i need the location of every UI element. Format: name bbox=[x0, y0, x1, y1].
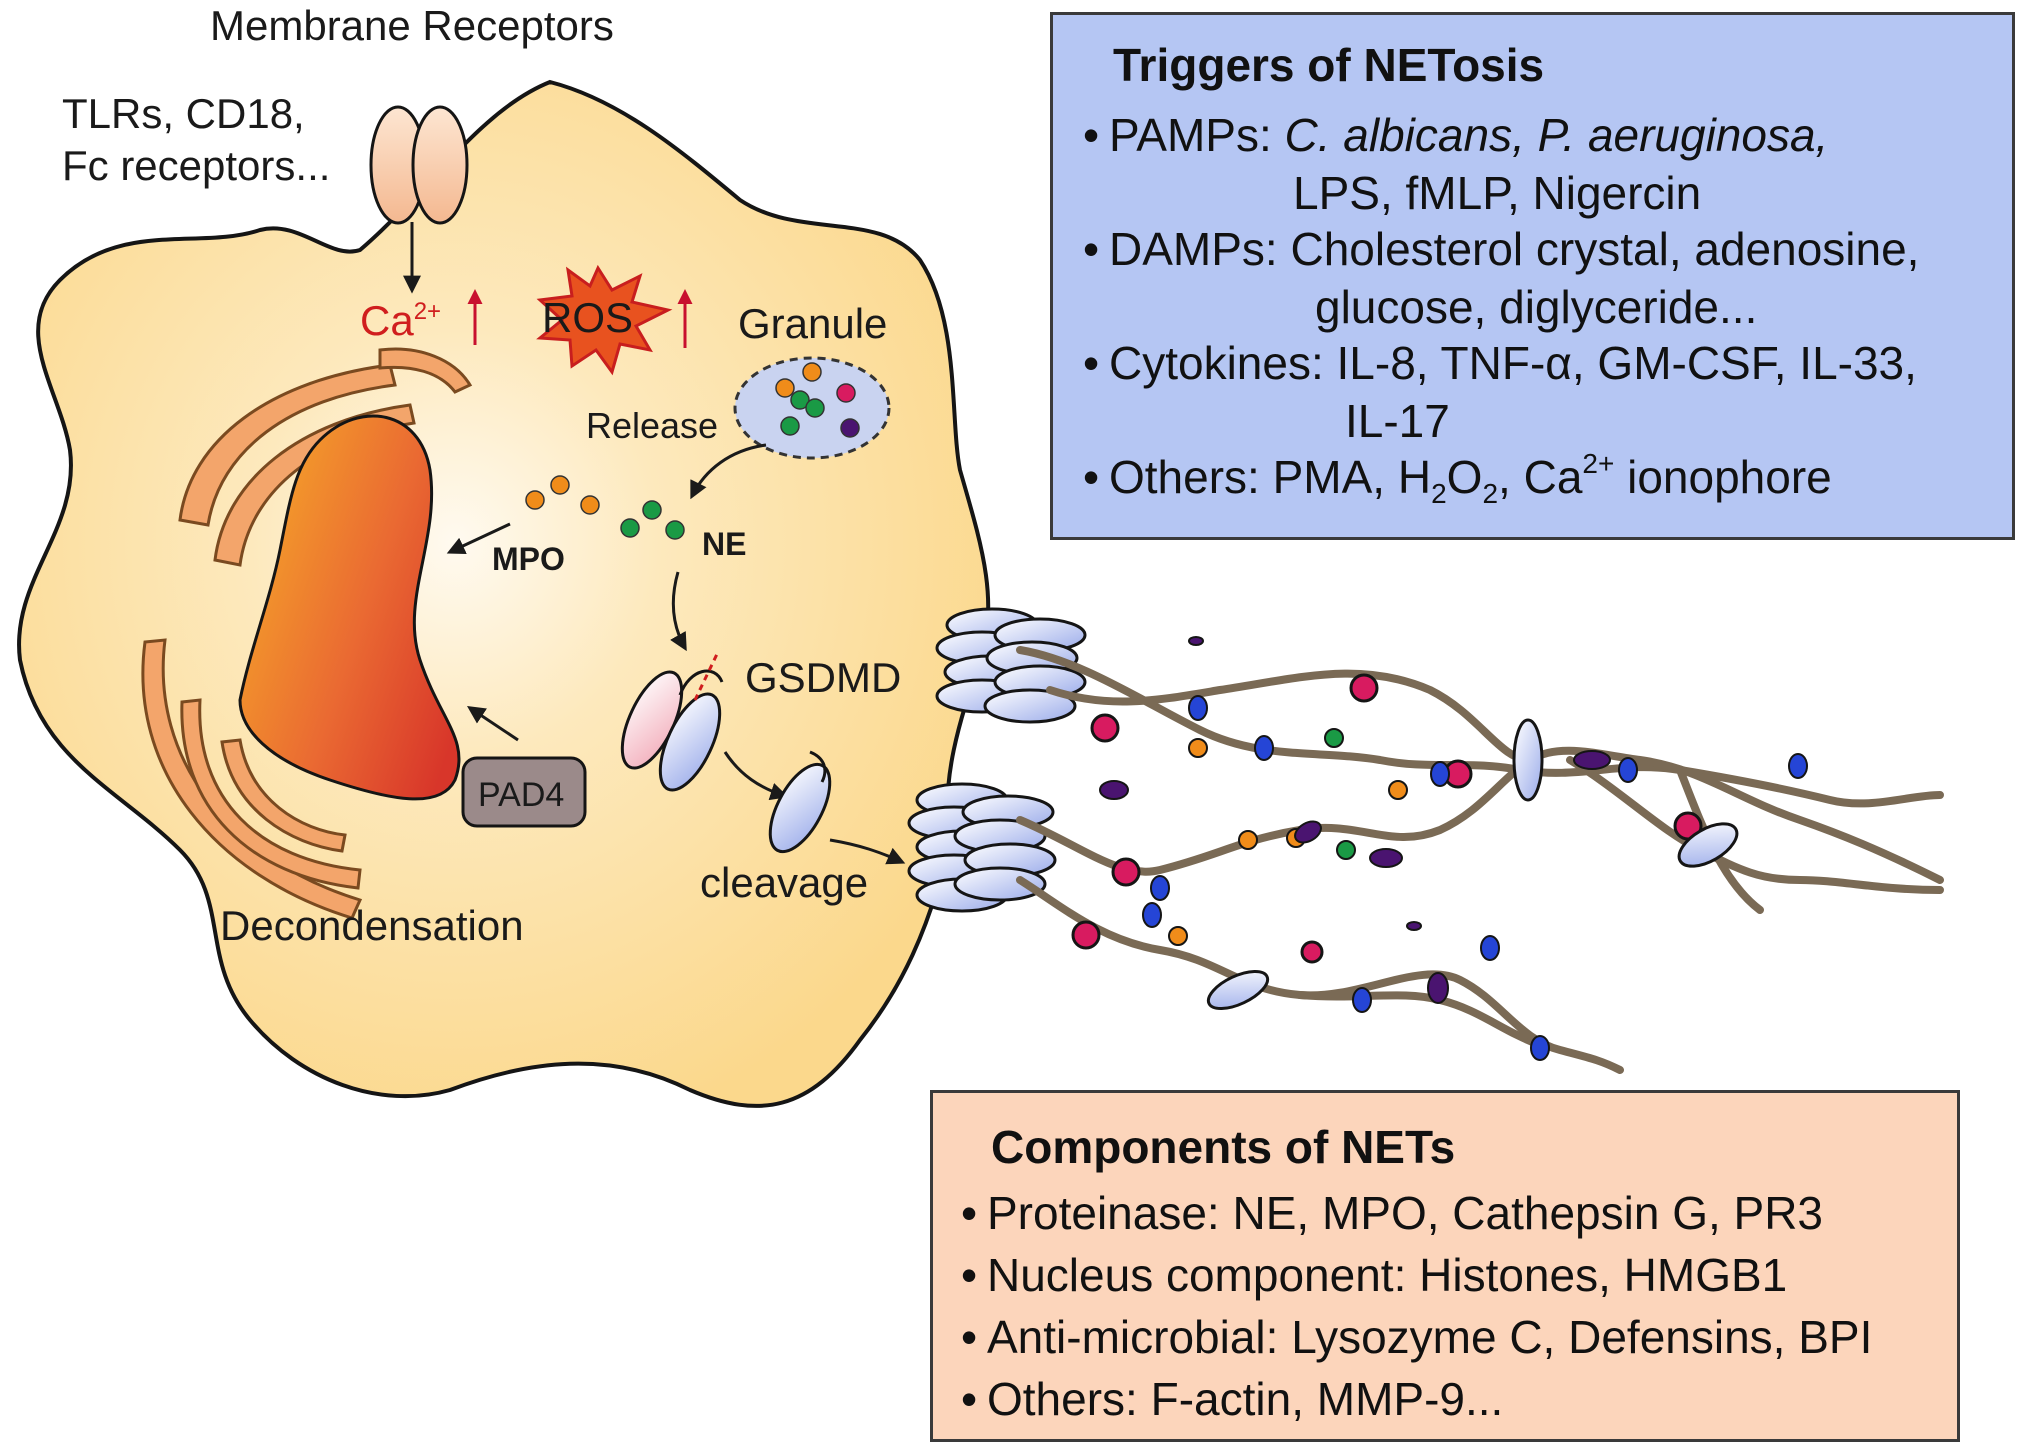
granule-label: Granule bbox=[738, 300, 887, 347]
damps-text: Cholesterol crystal, adenosine, bbox=[1290, 223, 1920, 275]
net-particles-orange bbox=[1168, 738, 1408, 946]
component-item: •Nucleus component: Histones, HMGB1 bbox=[961, 1249, 1788, 1301]
calcium-ionophore: Ca2+ ionophore bbox=[1523, 448, 1832, 504]
pad4-box bbox=[461, 756, 587, 828]
nucleus bbox=[238, 414, 461, 801]
pamps-continuation: LPS, fMLP, Nigercin bbox=[1293, 167, 1702, 219]
ros-star bbox=[536, 264, 673, 376]
trigger-cytokines: •Cytokines: IL-8, TNF-α, GM-CSF, IL-33, bbox=[1083, 335, 1982, 391]
cytokines-text: IL-8, TNF-α, GM-CSF, IL-33, bbox=[1336, 337, 1917, 389]
membrane-receptors-label: Membrane Receptors bbox=[210, 2, 614, 49]
cleavage-label: cleavage bbox=[700, 859, 868, 906]
trigger-damps: •DAMPs: Cholesterol crystal, adenosine, bbox=[1083, 221, 1982, 277]
damps-continuation: glucose, diglyceride... bbox=[1315, 281, 1758, 333]
net-strands bbox=[1016, 646, 1944, 1074]
gsdmd-label: GSDMD bbox=[745, 654, 901, 701]
decondensation-label: Decondensation bbox=[220, 902, 524, 949]
mpo-label: MPO bbox=[492, 541, 565, 577]
hydrogen-peroxide: H2O2, bbox=[1397, 451, 1511, 509]
ne-to-gsdmd-arrow bbox=[670, 571, 687, 652]
bullet: • bbox=[961, 1311, 978, 1363]
bullet: • bbox=[961, 1187, 978, 1239]
endoplasmic-reticulum-bottom bbox=[141, 638, 363, 920]
pamps-label: PAMPs: bbox=[1109, 109, 1272, 161]
pad4-label: PAD4 bbox=[478, 776, 564, 814]
pad4-to-nucleus-arrow bbox=[467, 706, 519, 742]
ros-label: ROS bbox=[542, 294, 633, 341]
others-label: Others: bbox=[1109, 451, 1260, 503]
bullet: • bbox=[961, 1249, 978, 1301]
gsdmd-cleavage-arrow bbox=[723, 751, 789, 801]
cleaved-gsdmd-fragment bbox=[768, 762, 832, 854]
triggers-title: Triggers of NETosis bbox=[1113, 39, 1545, 91]
net-particles-blue bbox=[1142, 695, 1808, 1061]
component-item: •Anti-microbial: Lysozyme C, Defensins, … bbox=[961, 1311, 1873, 1363]
mpo-particles bbox=[525, 475, 600, 515]
cytokines-continuation: IL-17 bbox=[1345, 395, 1450, 447]
calcium-label: Ca2+ bbox=[360, 297, 441, 344]
mpo-to-nucleus-arrow bbox=[446, 522, 511, 555]
component-item: •Others: F-actin, MMP-9... bbox=[961, 1373, 1504, 1425]
net-gsdmd-fragments bbox=[1206, 718, 1739, 1011]
damps-label: DAMPs: bbox=[1109, 223, 1278, 275]
receptor-list-line2: Fc receptors... bbox=[62, 142, 330, 189]
ne-label: NE bbox=[702, 526, 746, 562]
cell-body bbox=[17, 79, 991, 1108]
receptor-list-line1: TLRs, CD18, bbox=[62, 90, 305, 137]
bullet: • bbox=[961, 1373, 978, 1425]
membrane-receptor bbox=[369, 105, 469, 225]
nuclear-pore-stack-lower bbox=[907, 782, 1057, 913]
net-particles-purple bbox=[1099, 636, 1611, 1004]
ne-particles bbox=[620, 500, 685, 540]
net-particles-green bbox=[1324, 728, 1356, 860]
others-pma: PMA, bbox=[1272, 451, 1386, 503]
trigger-pamps: •PAMPs: C. albicans, P. aeruginosa, bbox=[1083, 107, 1982, 163]
granule-contents bbox=[775, 362, 860, 438]
components-title: Components of NETs bbox=[991, 1121, 1456, 1173]
component-item: •Proteinase: NE, MPO, Cathepsin G, PR3 bbox=[961, 1187, 1824, 1239]
components-panel: Components of NETs •Proteinase: NE, MPO,… bbox=[930, 1090, 1960, 1442]
trigger-others: •Others: PMA, H2O2, Ca2+ ionophore bbox=[1083, 448, 1982, 509]
gsdmd-protein bbox=[620, 651, 724, 792]
cytokines-label: Cytokines: bbox=[1109, 337, 1324, 389]
triggers-panel: Triggers of NETosis •PAMPs: C. albicans,… bbox=[1050, 12, 2015, 540]
nuclear-pore-stack-upper bbox=[935, 607, 1087, 724]
pamps-pathogens: C. albicans, P. aeruginosa, bbox=[1284, 109, 1829, 161]
fragment-to-pore-arrow bbox=[829, 838, 906, 865]
bullet: • bbox=[1083, 451, 1100, 503]
bullet: • bbox=[1083, 109, 1100, 161]
bullet: • bbox=[1083, 337, 1100, 389]
release-arrow bbox=[690, 443, 767, 500]
release-label: Release bbox=[586, 405, 718, 446]
bullet: • bbox=[1083, 223, 1100, 275]
net-particles-red bbox=[1071, 673, 1703, 964]
